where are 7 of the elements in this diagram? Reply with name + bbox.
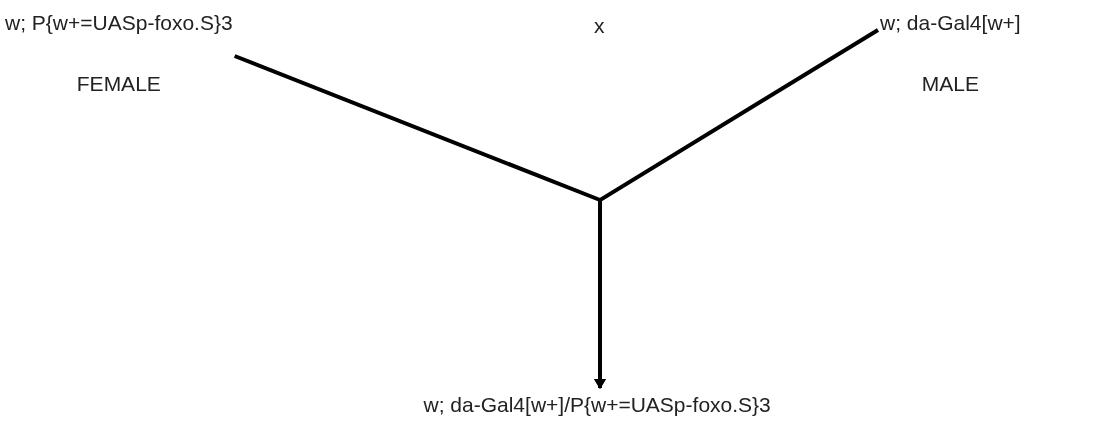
cross-arrow [594, 28, 880, 389]
genotype-label: w; da-Gal4[w+]/P{w+=UASp-foxo.S}3 [423, 392, 771, 418]
genotype-label: w; P{w+=UASp-foxo.S}3 [5, 10, 233, 36]
cross-symbol: x [594, 14, 605, 38]
genotype-label: w; da-Gal4[w+] [880, 10, 1021, 36]
sex-label: FEMALE [76, 72, 161, 96]
sex-label: MALE [921, 72, 979, 96]
